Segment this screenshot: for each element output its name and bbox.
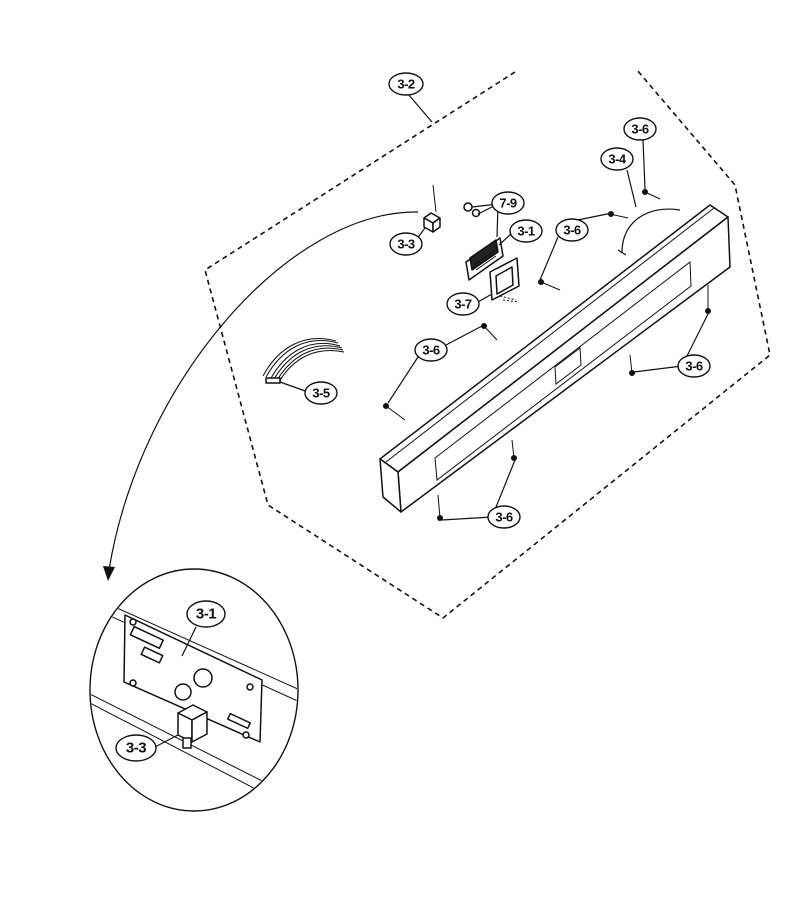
callout-label-detail-3-1: 3-1	[196, 606, 216, 623]
callout-label-3-4: 3-4	[608, 152, 627, 167]
assembly-boundary	[204, 69, 771, 619]
callout-3-7: 3-7	[446, 292, 480, 316]
callout-detail-3-3: 3-3	[115, 734, 179, 762]
callout-3-4: 3-4	[600, 147, 634, 171]
screw	[642, 189, 648, 195]
callout-label-3-6: 3-6	[563, 223, 581, 238]
screw	[629, 370, 635, 376]
callout-3-6-top: 3-6	[623, 117, 657, 141]
spacer-7-9-a	[463, 202, 473, 212]
callout-label-detail-3-3: 3-3	[126, 740, 146, 757]
frame-3-7	[489, 257, 520, 303]
control-panel-bar	[379, 204, 731, 513]
callout-3-1: 3-1	[509, 219, 543, 243]
callout-label-3-6: 3-6	[495, 510, 513, 525]
detail-arrow	[103, 211, 419, 581]
callout-3-3: 3-3	[389, 232, 423, 256]
callout-label-3-6: 3-6	[685, 359, 703, 374]
callout-label-3-2: 3-2	[397, 77, 415, 92]
switch-3-3	[423, 184, 441, 233]
callout-label-3-7: 3-7	[454, 297, 472, 312]
callout-3-5: 3-5	[304, 381, 338, 405]
callout-3-6-left: 3-6	[414, 338, 448, 362]
callout-3-2: 3-2	[388, 72, 424, 96]
callout-3-6-mid: 3-6	[555, 218, 589, 242]
callout-label-3-6: 3-6	[422, 343, 440, 358]
callout-3-6-bottom: 3-6	[487, 505, 521, 529]
callout-label-3-5: 3-5	[312, 386, 330, 401]
screws-3-6	[383, 189, 711, 521]
screw	[511, 455, 517, 461]
callout-3-6-right: 3-6	[677, 354, 711, 378]
cable-bundle-3-5	[262, 337, 345, 384]
leader-lines	[279, 93, 709, 521]
callout-label-3-3: 3-3	[397, 237, 415, 252]
callout-label-7-9: 7-9	[499, 196, 517, 211]
screw	[437, 515, 443, 521]
screw	[383, 403, 389, 409]
callout-label-3-1: 3-1	[517, 224, 535, 239]
wire-3-4	[617, 208, 681, 256]
callout-7-9: 7-9	[491, 191, 525, 215]
screw	[538, 279, 544, 285]
spacer-7-9-b	[471, 208, 481, 218]
pcb-3-1	[463, 202, 504, 281]
screw	[705, 308, 711, 314]
callout-detail-3-1: 3-1	[181, 600, 226, 657]
callout-label-3-6: 3-6	[631, 122, 649, 137]
screw	[481, 323, 487, 329]
